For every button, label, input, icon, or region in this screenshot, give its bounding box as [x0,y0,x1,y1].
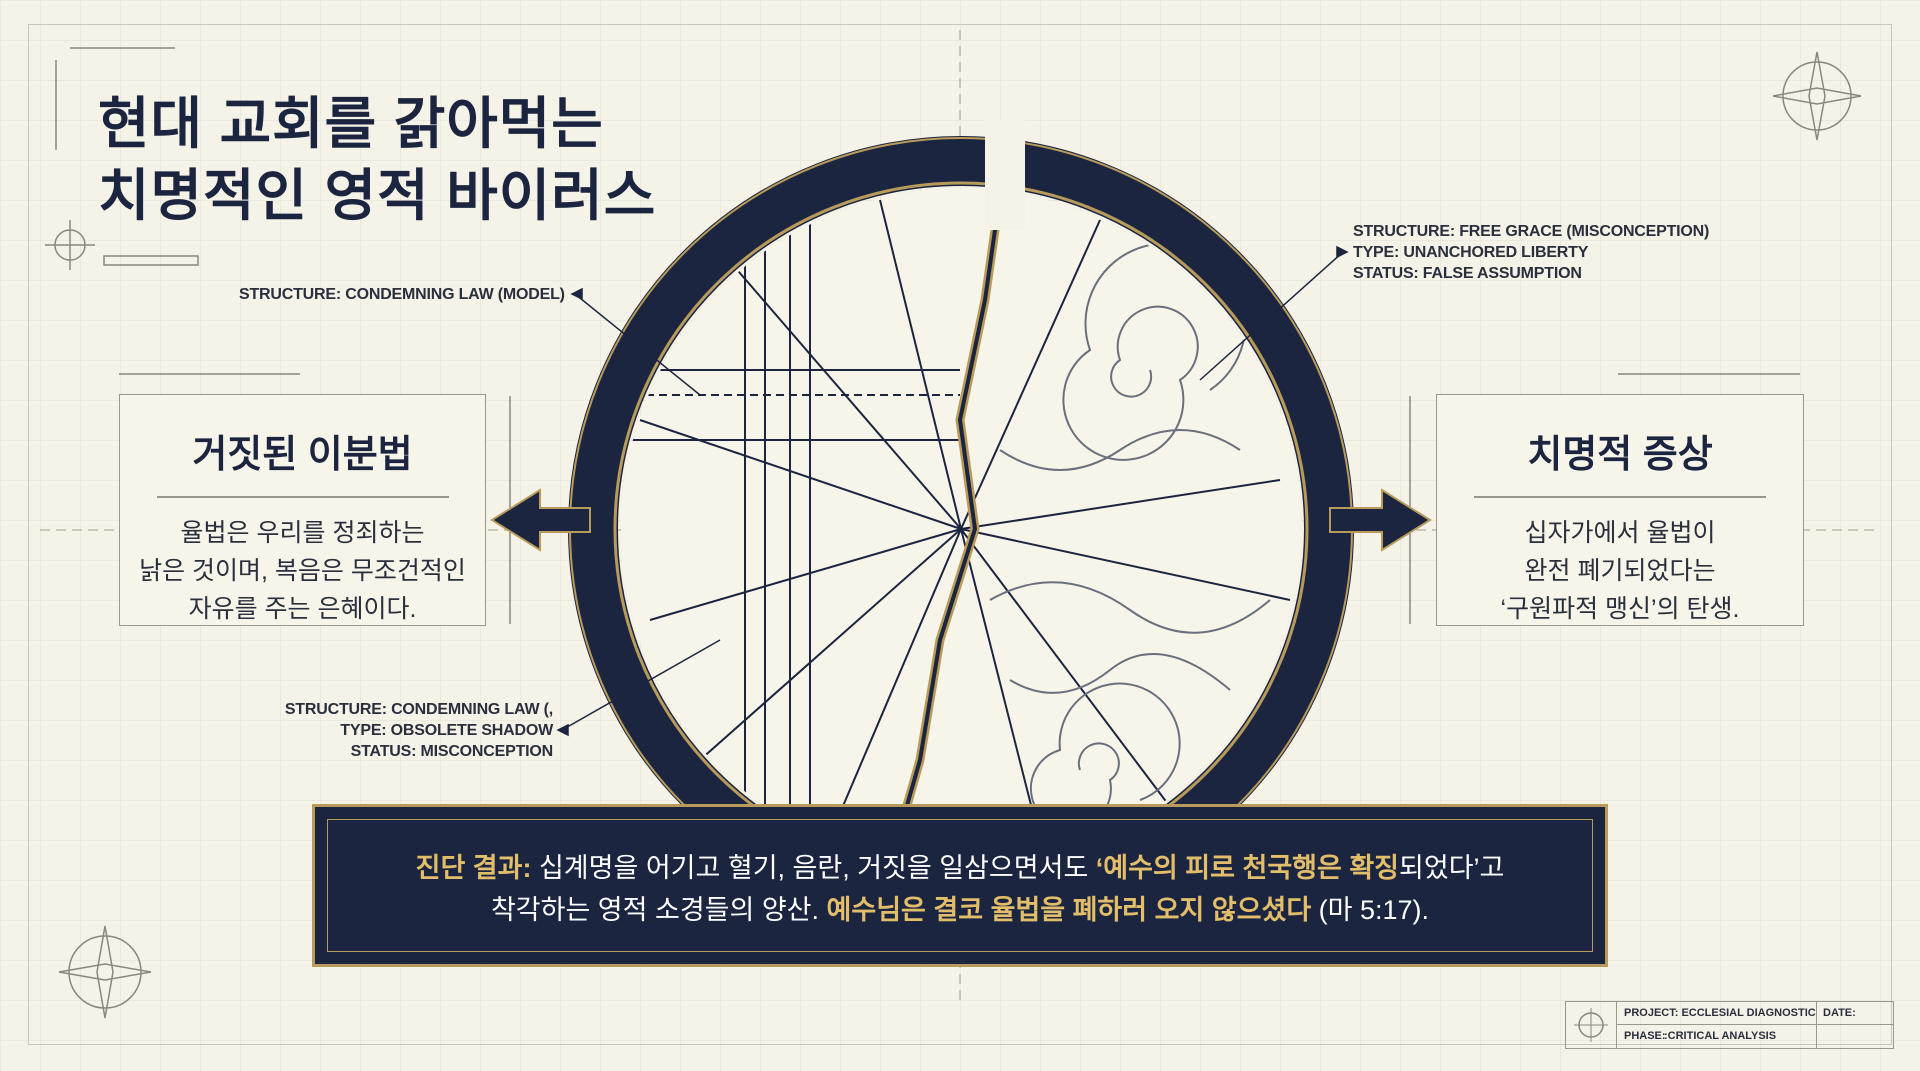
label-line: TYPE: UNANCHORED LIBERTY [1353,244,1589,261]
divider [1473,496,1767,498]
fatal-symptom-box: 치명적 증상 십자가에서 율법이 완전 폐기되었다는 ‘구원파적 맹신’의 탄생… [1436,394,1804,626]
label-condemning-law-shadow: STRUCTURE: CONDEMNING LAW (, TYPE: OBSOL… [285,699,553,762]
compass-rose-icon [58,51,1862,1019]
broken-lens [621,189,1301,869]
pointer-lines [556,245,1349,737]
highlight: ‘예수의 피로 천국행은 확징 [1095,853,1400,883]
label-line: STRUCTURE: FREE GRACE (MISCONCEPTION) [1353,223,1710,240]
label-free-grace: STRUCTURE: FREE GRACE (MISCONCEPTION) TY… [1353,221,1709,284]
phase-label: PHASE: [1624,1030,1666,1042]
box-heading: 거짓된 이분법 [192,434,413,476]
banner-inner-border [327,819,1593,952]
diagnosis-prefix: 진단 결과: [415,853,532,883]
title-line-2: 치명적인 영적 바이러스 [98,164,657,227]
lens-crack [878,189,1007,869]
diagnosis-text: 진단 결과: 십계명을 어기고 혈기, 음란, 거짓을 일삼으면서도 ‘예수의 … [315,847,1605,931]
box-text: 낡은 것이며, 복음은 무조건적인 [139,557,466,585]
box-text: 율법은 우리를 정죄하는 [180,519,425,547]
text: (마 5:17). [1311,895,1430,925]
date-label: DATE: [1823,1007,1856,1019]
box-heading: 치명적 증상 [1527,434,1713,476]
drawing-frame [28,24,1892,1045]
box-text: 십자가에서 율법이 [1524,519,1716,547]
label-line: STRUCTURE: CONDEMNING LAW (, [284,701,553,718]
diagnosis-banner: 진단 결과: 십계명을 어기고 혈기, 음란, 거짓을 일삼으면서도 ‘예수의 … [312,804,1608,967]
text: 되었다’고 [1399,853,1505,883]
arrow-left-icon [490,488,591,552]
page-title: 현대 교회를 갉아먹는 치명적인 영적 바이러스 [98,88,656,232]
text: 십계명을 어기고 혈기, 음란, 거짓을 일삼으면서도 [531,853,1096,883]
box-text: 자유를 주는 은혜이다. [188,595,417,623]
highlight: 예수님은 결코 율법을 폐하러 오지 않으셨다 [826,895,1312,925]
phase-value: :CRITICAL ANALYSIS [1664,1030,1777,1042]
divider [1816,1002,1817,1048]
divider [156,496,449,498]
arrow-right-icon [1329,488,1432,552]
divider [1616,1024,1893,1025]
crosshair-icon [1574,1008,1608,1042]
box-text: ‘구원파적 맹신’의 탄생. [1500,595,1740,623]
project-label: PROJECT: ECCLESIAL DIAGNOSTIC [1624,1007,1816,1019]
label-condemning-law-model: STRUCTURE: CONDEMNING LAW (MODEL) [239,286,565,303]
label-line: STATUS: MISCONCEPTION [350,743,554,760]
title-line-1: 현대 교회를 갉아먹는 [98,92,604,155]
false-dichotomy-box: 거짓된 이분법 율법은 우리를 정죄하는 낡은 것이며, 복음은 무조건적인 자… [119,394,486,626]
label-line: STATUS: FALSE ASSUMPTION [1353,265,1582,282]
label-line: TYPE: OBSOLETE SHADOW [340,722,553,739]
text: 착각하는 영적 소경들의 양산. [490,895,827,925]
box-text: 완전 폐기되었다는 [1524,557,1716,585]
divider [1616,1002,1617,1048]
title-block: PROJECT: ECCLESIAL DIAGNOSTIC PHASE: :CR… [1565,1001,1894,1049]
